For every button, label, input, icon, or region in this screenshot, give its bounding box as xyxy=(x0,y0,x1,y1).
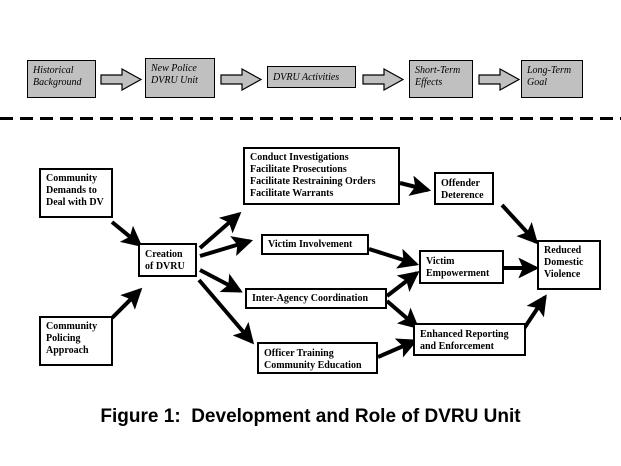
node-dvru-casework: Conduct Investigations Facilitate Prosec… xyxy=(243,147,400,205)
edge-creation-to-victim-involvement xyxy=(199,236,254,258)
node-offender-deterence: Offender Deterence xyxy=(434,172,494,205)
edge-creation-to-casework xyxy=(198,211,242,250)
flow-step-short-term-effects: Short-Term Effects xyxy=(409,60,473,98)
flow-step-dvru-activities: DVRU Activities xyxy=(267,66,356,88)
flow-step-long-term-goal: Long-Term Goal xyxy=(521,60,583,98)
node-reduced-domestic-violence: Reduced Domestic Violence xyxy=(537,240,601,290)
node-enhanced-reporting: Enhanced Reporting and Enforcement xyxy=(413,323,526,356)
section-divider xyxy=(0,117,621,120)
edge-inter-agency-to-empowerment xyxy=(385,271,420,298)
edge-community-demands-to-creation xyxy=(110,220,143,248)
flow-connector-4 xyxy=(478,68,520,91)
edge-creation-to-inter-agency xyxy=(199,268,243,293)
edge-offender-to-reduced xyxy=(500,203,539,245)
flow-connector-2 xyxy=(220,68,262,91)
node-inter-agency-coordination: Inter-Agency Coordination xyxy=(245,288,387,309)
node-creation-of-dvru: Creation of DVRU xyxy=(138,243,197,277)
node-community-policing: Community Policing Approach xyxy=(39,316,113,366)
edge-victim-involvement-to-empowerment xyxy=(368,247,420,269)
flow-step-new-police-dvru-unit: New Police DVRU Unit xyxy=(145,58,215,98)
flow-connector-3 xyxy=(362,68,404,91)
node-victim-involvement: Victim Involvement xyxy=(261,234,369,255)
edge-officer-training-to-enhanced-reporting xyxy=(377,338,418,359)
edge-enhanced-reporting-to-reduced xyxy=(521,294,547,332)
node-officer-training: Officer Training Community Education xyxy=(257,342,378,374)
node-community-demands: Community Demands to Deal with DV xyxy=(39,168,113,218)
node-victim-empowerment: Victim Empowerment xyxy=(419,250,504,284)
edge-casework-to-offender-deterence xyxy=(399,175,432,196)
edge-community-policing-to-creation xyxy=(110,287,143,320)
flow-step-historical-background: Historical Background xyxy=(27,60,96,98)
flow-connector-1 xyxy=(100,68,142,91)
figure-caption: Figure 1: Development and Role of DVRU U… xyxy=(100,406,521,427)
